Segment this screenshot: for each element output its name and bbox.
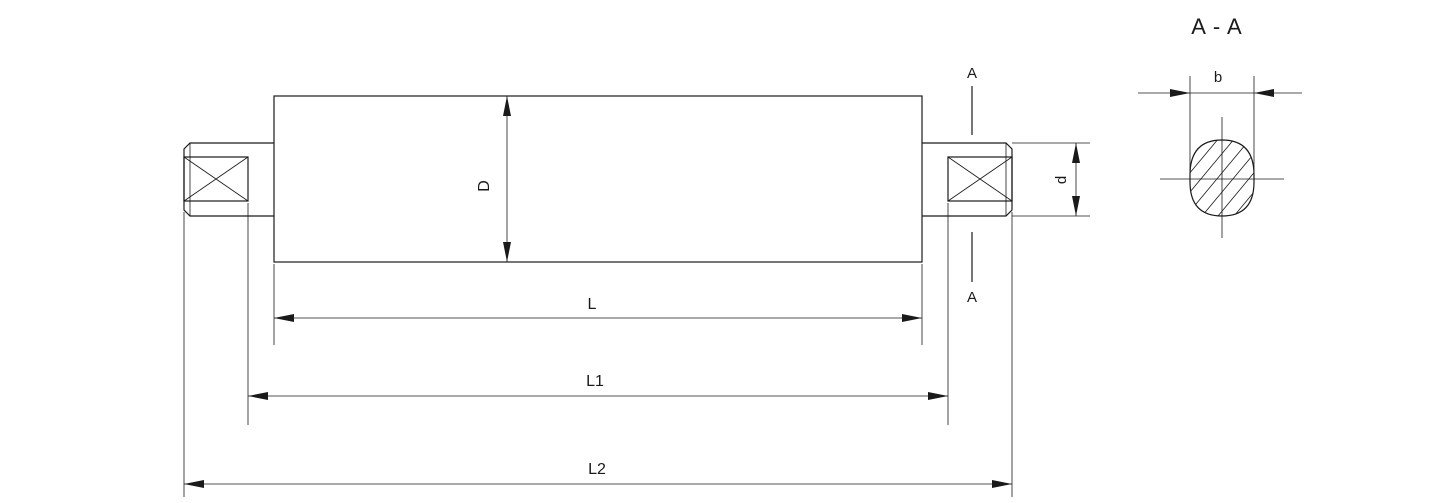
dimension-b: b [1138,69,1302,175]
right-shaft-end [922,142,1013,217]
label-D: D [476,180,493,192]
section-hatching [1190,140,1254,216]
left-shaft-end [183,142,274,217]
roller-body [273,95,923,263]
left-flat-symbol [183,156,249,202]
label-d: d [1053,176,1070,184]
section-mark-top: A [967,65,977,82]
dimension-L2: L2 [183,212,1013,497]
label-L2: L2 [588,461,606,478]
section-outline [1189,139,1255,217]
section-view: A - A b [1138,14,1302,238]
section-cut-marker: A A [967,65,977,306]
dimension-L1: L1 [247,203,949,425]
dimension-d: d [1012,142,1090,217]
dimension-D: D [476,96,511,262]
label-b: b [1214,69,1222,86]
section-mark-bottom: A [967,289,977,306]
label-L1: L1 [586,373,604,390]
dimension-L: L [273,264,923,345]
label-L: L [588,296,597,313]
right-flat-symbol [947,156,1013,202]
section-title: A - A [1191,14,1242,39]
